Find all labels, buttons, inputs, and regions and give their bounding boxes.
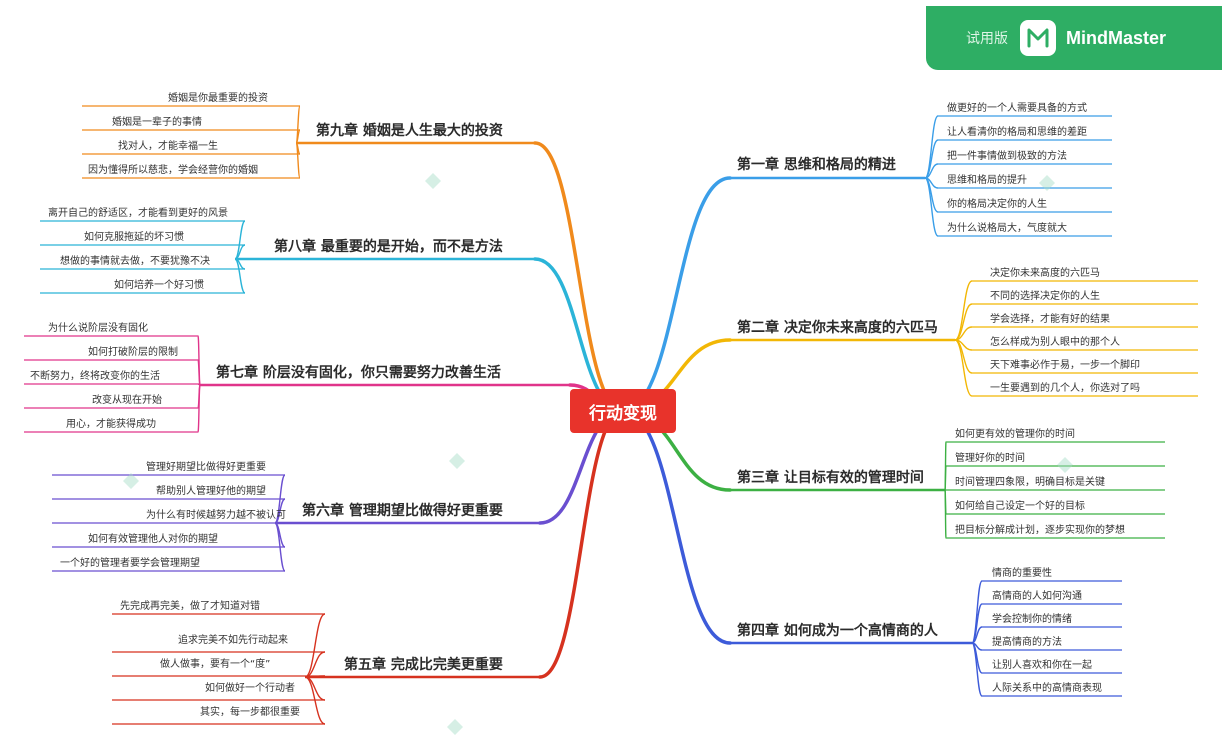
leaf-connector (274, 522, 286, 572)
ch5-leaf[interactable]: 先完成再完美，做了才知道对错 (120, 601, 260, 612)
ch6-leaf[interactable]: 为什么有时候越努力越不被认可 (146, 510, 286, 521)
chapter-3-topic[interactable]: 第三章 让目标有效的管理时间 (737, 470, 924, 486)
ch2-leaf[interactable]: 不同的选择决定你的人生 (990, 291, 1100, 302)
ch9-leaf[interactable]: 找对人，才能幸福一生 (118, 141, 218, 152)
ch3-leaf[interactable]: 如何给自己设定一个好的目标 (955, 501, 1085, 512)
branch-connector (538, 409, 625, 679)
ch4-leaf[interactable]: 提高情商的方法 (992, 637, 1062, 648)
watermark-icon (1057, 457, 1073, 473)
chapter-8-topic[interactable]: 第八章 最重要的是开始，而不是方法 (274, 239, 503, 255)
chapter-4-topic[interactable]: 第四章 如何成为一个高情商的人 (737, 623, 938, 639)
leaf-connector (924, 115, 939, 179)
ch8-leaf[interactable]: 如何培养一个好习惯 (114, 280, 204, 291)
ch7-leaf[interactable]: 为什么说阶层没有固化 (48, 323, 148, 334)
mindmaster-badge: 试用版 MindMaster (926, 6, 1222, 70)
chapter-6-topic[interactable]: 第六章 管理期望比做得好更重要 (302, 503, 503, 519)
ch5-leaf[interactable]: 如何做好一个行动者 (205, 683, 295, 694)
ch1-leaf[interactable]: 让人看清你的格局和思维的差距 (947, 127, 1087, 138)
ch7-leaf[interactable]: 如何打破阶层的限制 (88, 347, 178, 358)
ch1-leaf[interactable]: 你的格局决定你的人生 (947, 199, 1047, 210)
ch4-leaf[interactable]: 人际关系中的高情商表现 (992, 683, 1102, 694)
leaf-connector (295, 142, 301, 179)
leaf-connector (234, 258, 246, 294)
ch2-leaf[interactable]: 学会选择，才能有好的结果 (990, 314, 1110, 325)
trial-label: 试用版 (966, 31, 1008, 47)
ch2-leaf[interactable]: 怎么样成为别人眼中的那个人 (990, 337, 1120, 348)
ch9-leaf[interactable]: 婚姻是你最重要的投资 (168, 93, 268, 104)
ch4-leaf[interactable]: 高情商的人如何沟通 (992, 591, 1082, 602)
ch4-leaf[interactable]: 让别人喜欢和你在一起 (992, 660, 1092, 671)
ch5-leaf[interactable]: 追求完美不如先行动起来 (178, 635, 288, 646)
leaf-connector (944, 465, 947, 491)
ch9-leaf[interactable]: 婚姻是一辈子的事情 (112, 117, 202, 128)
ch6-leaf[interactable]: 帮助别人管理好他的期望 (156, 486, 266, 497)
ch7-leaf[interactable]: 改变从现在开始 (92, 395, 162, 406)
chapter-5-topic[interactable]: 第五章 完成比完美更重要 (344, 657, 503, 673)
watermark-icon (447, 719, 463, 735)
chapter-1-topic[interactable]: 第一章 思维和格局的精进 (737, 157, 896, 173)
mindmaster-logo-icon (1020, 20, 1056, 56)
ch2-leaf[interactable]: 决定你未来高度的六匹马 (990, 268, 1100, 279)
leaf-connector (954, 339, 973, 397)
leaf-connector (944, 489, 947, 539)
brand-name: MindMaster (1066, 27, 1167, 48)
ch9-leaf[interactable]: 因为懂得所以慈悲，学会经营你的婚姻 (88, 165, 258, 176)
watermark-icon (425, 173, 441, 189)
watermark-icon (1039, 175, 1055, 191)
watermark-icon (449, 453, 465, 469)
leaf-connector (304, 676, 326, 725)
ch6-leaf[interactable]: 如何有效管理他人对你的期望 (88, 534, 218, 545)
leaf-connector (924, 177, 939, 237)
ch6-leaf[interactable]: 管理好期望比做得好更重要 (146, 462, 266, 473)
ch4-leaf[interactable]: 学会控制你的情绪 (992, 614, 1072, 625)
central-topic[interactable]: 行动变现 (570, 389, 676, 433)
ch8-leaf[interactable]: 如何克服拖延的坏习惯 (84, 232, 184, 243)
watermark-icon (123, 473, 139, 489)
chapter-7-topic[interactable]: 第七章 阶层没有固化，你只需要努力改善生活 (216, 365, 501, 381)
ch1-leaf[interactable]: 把一件事情做到极致的方法 (947, 151, 1067, 162)
ch5-leaf[interactable]: 做人做事，要有一个“度” (160, 659, 271, 670)
ch2-leaf[interactable]: 天下难事必作于易，一步一个脚印 (990, 360, 1140, 371)
chapter-2-topic[interactable]: 第二章 决定你未来高度的六匹马 (737, 320, 938, 336)
ch7-leaf[interactable]: 用心，才能获得成功 (66, 419, 156, 430)
ch5-leaf[interactable]: 其实，每一步都很重要 (200, 707, 300, 718)
ch3-leaf[interactable]: 时间管理四象限，明确目标是关键 (955, 477, 1105, 488)
ch7-leaf[interactable]: 不断努力，终将改变你的生活 (30, 371, 160, 382)
chapter-9-topic[interactable]: 第九章 婚姻是人生最大的投资 (316, 123, 503, 139)
leaf-connector (304, 651, 326, 678)
ch3-leaf[interactable]: 如何更有效的管理你的时间 (955, 429, 1075, 440)
leaf-connector (197, 384, 201, 433)
ch3-leaf[interactable]: 管理好你的时间 (955, 453, 1025, 464)
leaf-connector (971, 642, 983, 697)
branch-connector (533, 141, 625, 413)
branch-connector (621, 409, 732, 645)
ch6-leaf[interactable]: 一个好的管理者要学会管理期望 (60, 558, 200, 569)
leaf-connector (304, 613, 326, 678)
ch1-leaf[interactable]: 做更好的一个人需要具备的方式 (947, 103, 1087, 114)
ch1-leaf[interactable]: 为什么说格局大，气度就大 (947, 223, 1067, 234)
ch4-leaf[interactable]: 情商的重要性 (992, 568, 1052, 579)
leaf-connector (954, 280, 973, 341)
leaf-connector (304, 676, 326, 701)
ch1-leaf[interactable]: 思维和格局的提升 (947, 175, 1027, 186)
ch2-leaf[interactable]: 一生要遇到的几个人，你选对了吗 (990, 383, 1140, 394)
ch8-leaf[interactable]: 离开自己的舒适区，才能看到更好的风景 (48, 208, 228, 219)
ch3-leaf[interactable]: 把目标分解成计划，逐步实现你的梦想 (955, 525, 1125, 536)
ch8-leaf[interactable]: 想做的事情就去做，不要犹豫不决 (60, 256, 210, 267)
